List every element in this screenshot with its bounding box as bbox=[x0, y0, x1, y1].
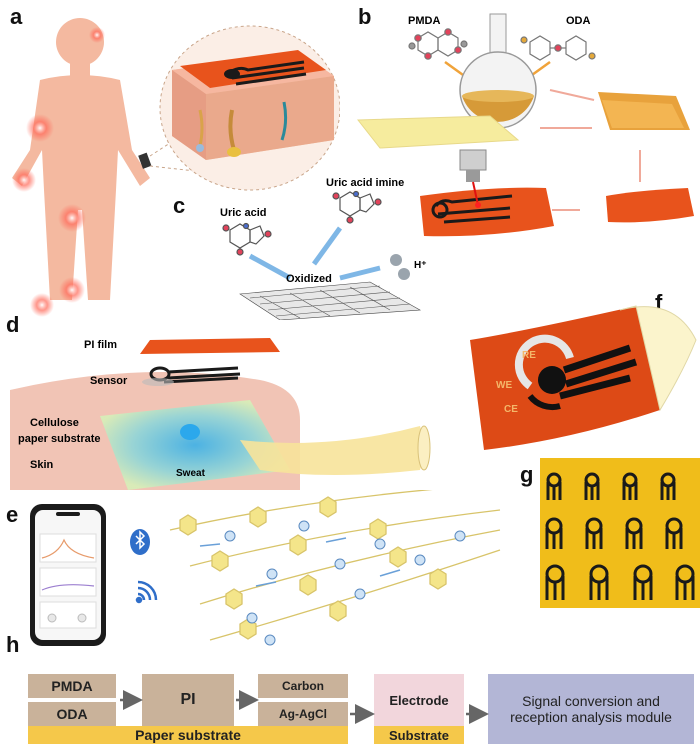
ce-label: CE bbox=[504, 404, 518, 415]
pi-film-layer bbox=[140, 338, 280, 354]
proton-sphere bbox=[390, 254, 402, 266]
arrow bbox=[549, 89, 595, 101]
skin-label: Skin bbox=[30, 459, 54, 471]
re-label: RE bbox=[522, 350, 536, 361]
panel-e-illustration bbox=[30, 490, 501, 646]
panel-label-g: g bbox=[520, 462, 534, 487]
cellulose-paper-substrate bbox=[100, 400, 290, 490]
pi-film bbox=[606, 188, 694, 223]
flow-arrows bbox=[199, 537, 401, 587]
joint-glow bbox=[59, 277, 85, 303]
electrode-array bbox=[545, 472, 695, 600]
panel-label-c: c bbox=[173, 193, 186, 218]
oda-molecule bbox=[520, 35, 596, 61]
joint-glow bbox=[12, 168, 36, 192]
uric-acid-imine-label: Uric acid imine bbox=[326, 177, 404, 189]
cellulose-label: Cellulose bbox=[30, 417, 79, 429]
panel-c-illustration: Uric acid Uric acid imine Oxidized H⁺ bbox=[220, 177, 427, 320]
panel-label-b: b bbox=[358, 4, 372, 29]
skin-cross-section-zoom bbox=[159, 25, 340, 191]
panel-d-illustration: PI film Sensor Cellulose paper substrate… bbox=[10, 338, 431, 490]
oda-label: ODA bbox=[566, 15, 591, 27]
reaction-flask bbox=[459, 13, 537, 129]
panel-label-h: h bbox=[6, 632, 20, 657]
human-body-silhouette bbox=[12, 18, 150, 300]
oxidized-label: Oxidized bbox=[286, 273, 332, 285]
paper-sheet bbox=[356, 115, 520, 149]
electrode-box: Electrode bbox=[374, 674, 464, 726]
wifi-signal-icon bbox=[135, 580, 158, 604]
signal-box-line-2: reception analysis module bbox=[510, 709, 672, 725]
pmda-molecule bbox=[408, 28, 468, 60]
panel-label-e: e bbox=[6, 502, 19, 527]
pmda-label: PMDA bbox=[408, 15, 440, 27]
peeled-paper-layer bbox=[619, 305, 697, 412]
uric-acid-molecule bbox=[222, 222, 272, 256]
laser-scribed-film bbox=[420, 187, 554, 237]
joint-glow bbox=[26, 114, 54, 142]
signal-conversion-box: Signal conversion and reception analysis… bbox=[488, 674, 694, 744]
panel-a-illustration bbox=[12, 18, 340, 317]
sweat-flow-channel bbox=[240, 426, 424, 475]
we-label: WE bbox=[496, 380, 512, 391]
arrow bbox=[311, 226, 343, 266]
oda-box: ODA bbox=[28, 702, 116, 726]
uric-acid-label: Uric acid bbox=[220, 207, 266, 219]
panel-label-a: a bbox=[10, 4, 23, 29]
joint-glow bbox=[30, 293, 54, 317]
panel-f-illustration: RE WE CE bbox=[470, 305, 697, 450]
panel-label-f: f bbox=[655, 290, 663, 315]
laser-engraver bbox=[459, 149, 487, 208]
pi-film-label: PI film bbox=[84, 339, 117, 351]
panel-label-d: d bbox=[6, 312, 20, 337]
carbon-box: Carbon bbox=[258, 674, 348, 698]
paper-substrate-label: paper substrate bbox=[18, 433, 101, 445]
uric-acid-imine-molecule bbox=[332, 190, 382, 224]
bluetooth-icon bbox=[130, 529, 150, 555]
joint-glow bbox=[58, 204, 86, 232]
signal-box-line-1: Signal conversion and bbox=[522, 693, 660, 709]
proton-sphere bbox=[398, 268, 410, 280]
paper-substrate-bar: Paper substrate bbox=[28, 726, 348, 744]
panel-g-illustration bbox=[540, 458, 700, 608]
substrate-bar: Substrate bbox=[374, 726, 464, 744]
sensor-label: Sensor bbox=[90, 375, 128, 387]
sweat-droplet bbox=[180, 424, 200, 440]
three-electrode-pattern bbox=[514, 334, 638, 411]
ion-markers bbox=[224, 520, 466, 646]
smartphone bbox=[30, 504, 106, 646]
pmda-box: PMDA bbox=[28, 674, 116, 698]
h-plus-label: H⁺ bbox=[414, 260, 427, 271]
arrow bbox=[248, 253, 292, 281]
wearable-sensor-patch bbox=[138, 152, 152, 169]
graphene-sheet bbox=[239, 281, 422, 320]
molecular-chains bbox=[169, 490, 501, 641]
panel-h-arrows bbox=[120, 690, 489, 724]
pi-box: PI bbox=[142, 674, 234, 726]
sensor-electrode bbox=[142, 366, 241, 386]
arrow bbox=[339, 265, 381, 281]
sweat-label: Sweat bbox=[176, 468, 206, 479]
joint-glow bbox=[89, 27, 105, 43]
panel-b-illustration: PMDA ODA bbox=[356, 13, 694, 237]
ag-agcl-box: Ag-AgCl bbox=[258, 702, 348, 726]
